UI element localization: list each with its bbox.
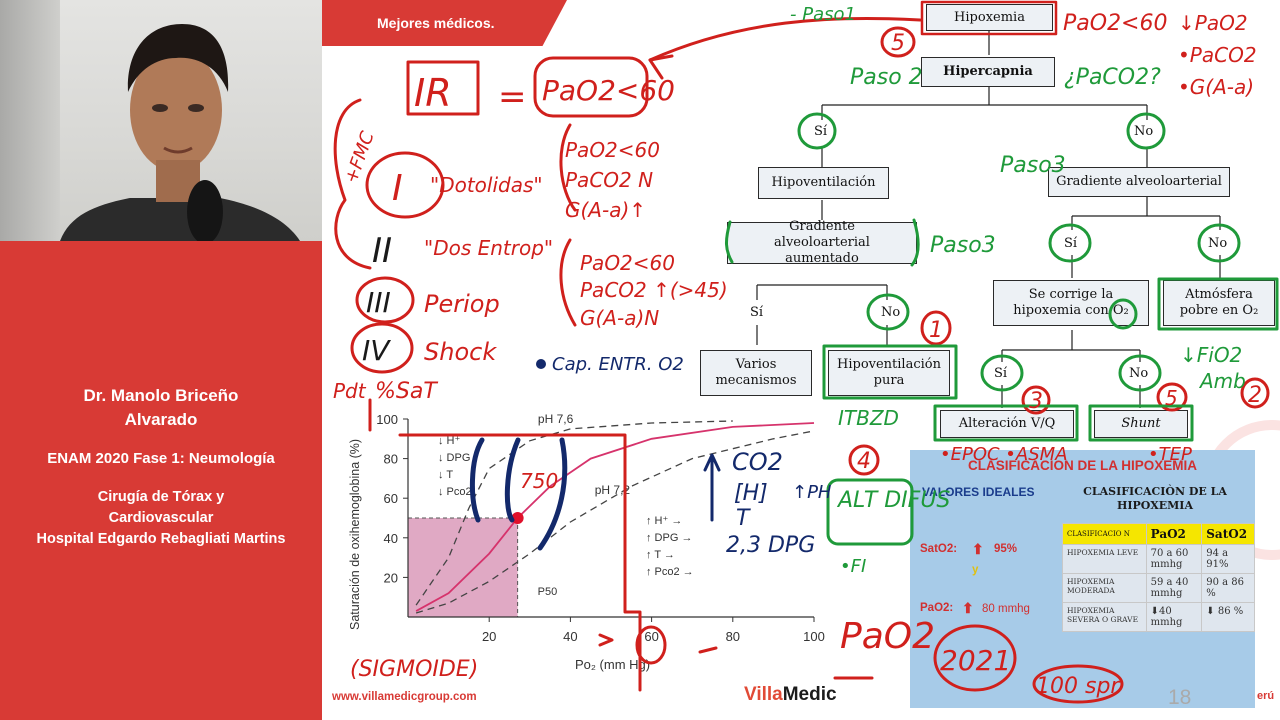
doctor-name: Dr. Manolo Briceño Alvarado — [83, 386, 239, 429]
p50-point — [511, 512, 524, 524]
row-sato2: ⬇ 86 % — [1201, 602, 1255, 632]
row-sato2: 94 a 91% — [1201, 544, 1255, 574]
webcam-background — [0, 0, 60, 241]
brand-right: Medic — [782, 684, 837, 705]
shift-left-label: ↓ H⁺ — [438, 435, 461, 447]
label-no-2: No — [881, 305, 901, 320]
hospital-name: Hospital Edgardo Rebagliati Martins — [36, 531, 286, 547]
y-tick-label: 60 — [384, 491, 398, 506]
y-connector: y — [972, 564, 979, 576]
y-tick-label: 80 — [384, 452, 398, 467]
arrow-down-icon: ⬇ — [1150, 606, 1160, 617]
row-pao2: 70 a 60 mmhg — [1145, 544, 1203, 574]
clasificacion-title: CLASIFICACION DE LA HIPOXEMIA — [967, 458, 1197, 473]
header-sato2: SatO2 — [1201, 523, 1255, 545]
webcam-feed — [0, 0, 322, 241]
row-pao2: ⬇40 mmhg — [1145, 602, 1203, 632]
label-no-4: No — [1129, 366, 1149, 381]
slide-tag — [322, 0, 567, 46]
label-si-4: Sí — [994, 366, 1008, 381]
series-label: pH 7,6 — [538, 412, 574, 426]
x-tick-label: 20 — [482, 629, 496, 644]
alteracion-vq-box: Alteración V/Q — [940, 410, 1074, 438]
x-tick-label: 40 — [563, 629, 577, 644]
x-tick-label: 80 — [726, 629, 740, 644]
shift-left-label: ↓ T — [438, 469, 453, 481]
x-tick-label: 100 — [803, 629, 825, 644]
gradiente-box: Gradiente alveoloarterial — [1048, 167, 1230, 197]
chart-y-label: Saturación de oxihemoglobina (%) — [348, 438, 362, 630]
row-category: HIPOXEMIA SEVERA O GRAVE — [1062, 602, 1147, 632]
label-si-1: Sí — [814, 124, 828, 139]
page-number: 18 — [1168, 686, 1192, 709]
hipoventilacion-pura-box: Hipoventilación pura — [828, 350, 950, 396]
slide-tag-text: Mejores médicos. — [377, 15, 495, 31]
row-pao2-value: 40 mmhg — [1150, 606, 1183, 628]
department: Cirugía de Tórax y Cardiovascular — [97, 489, 225, 526]
label-no-1: No — [1134, 124, 1154, 139]
atmosfera-box: Atmósfera pobre en O₂ — [1163, 280, 1275, 326]
pao2-label: PaO2: — [920, 602, 954, 614]
brand-logo: VillaMedic — [744, 684, 837, 706]
presenter-video — [60, 24, 300, 241]
hipercapnia-box: Hipercapnia — [921, 57, 1055, 87]
label-si-2: Sí — [750, 305, 764, 320]
corner-text: erú — [1257, 690, 1275, 702]
sato2-label: SatO2: — [920, 543, 958, 555]
row-category: HIPOXEMIA LEVE — [1062, 544, 1147, 574]
header-clasificacion: CLASIFICACIO N — [1062, 523, 1147, 545]
shift-left-label: ↓ Pco2 — [438, 486, 472, 498]
row-sato2-value: 86 % — [1217, 606, 1244, 617]
hipoventilacion-box: Hipoventilación — [758, 167, 889, 199]
row-pao2: 59 a 40 mmhg — [1145, 573, 1203, 603]
pao2-value: 80 mmhg — [982, 603, 1030, 615]
p50-region — [408, 518, 518, 617]
table-row: HIPOXEMIA SEVERA O GRAVE ⬇40 mmhg ⬇ 86 % — [1062, 602, 1255, 632]
row-category: HIPOXEMIA MODERADA — [1062, 573, 1147, 603]
arrow-up-icon: ⬆ — [962, 600, 974, 616]
shift-right-label: ↑ DPG → — [646, 532, 692, 544]
header-pao2: PaO2 — [1145, 523, 1203, 545]
series-label: pH 7,2 — [595, 483, 631, 497]
label-si-3: Sí — [1064, 236, 1078, 251]
presenter-info: Dr. Manolo Briceño Alvarado ENAM 2020 Fa… — [0, 384, 322, 550]
varios-mecanismos-box: Varios mecanismos — [700, 350, 812, 396]
gradiente-aumentado-box: Gradiente alveoloarterial aumentado — [727, 219, 917, 266]
shunt-box: Shunt — [1094, 410, 1188, 438]
arrow-down-icon: ⬇ — [1206, 606, 1215, 617]
y-tick-label: 20 — [384, 570, 398, 585]
valores-ideales-title: VALORES IDEALES — [922, 485, 1035, 499]
p50-label: P50 — [538, 586, 558, 598]
y-tick-label: 100 — [376, 412, 398, 427]
sato2-value: 95% — [994, 543, 1018, 555]
clasificacion-table: CLASIFICACIO N PaO2 SatO2 HIPOXEMIA LEVE… — [1062, 523, 1255, 632]
y-tick-label: 40 — [384, 531, 398, 546]
clasificacion-table-title: CLASIFICACIÒN DE LA HIPOXEMIA — [1083, 485, 1227, 512]
course-title: ENAM 2020 Fase 1: Neumología — [47, 450, 275, 467]
table-row: HIPOXEMIA MODERADA 59 a 40 mmhg 90 a 86 … — [1062, 573, 1255, 603]
table-row: HIPOXEMIA LEVE 70 a 60 mmhg 94 a 91% — [1062, 544, 1255, 574]
footer-url: www.villamedicgroup.com — [332, 691, 477, 703]
shift-right-label: ↑ H⁺ → — [646, 515, 682, 527]
arrow-up-icon: ⬆ — [972, 541, 984, 557]
shift-left-label: ↓ DPG — [438, 452, 470, 464]
row-sato2: 90 a 86 % — [1201, 573, 1255, 603]
label-no-3: No — [1208, 236, 1228, 251]
shift-right-label: ↑ Pco2 → — [646, 566, 694, 578]
shift-right-label: ↑ T → — [646, 549, 675, 561]
brand-left: Villa — [744, 684, 783, 705]
hipoxemia-box: Hipoxemia — [926, 4, 1053, 31]
se-corrige-box: Se corrige la hipoxemia con O₂ — [993, 280, 1149, 326]
chart-x-label: Po₂ (mm Hg) — [575, 657, 651, 672]
x-tick-label: 60 — [644, 629, 658, 644]
presenter-panel: Dr. Manolo Briceño Alvarado ENAM 2020 Fa… — [0, 0, 322, 720]
